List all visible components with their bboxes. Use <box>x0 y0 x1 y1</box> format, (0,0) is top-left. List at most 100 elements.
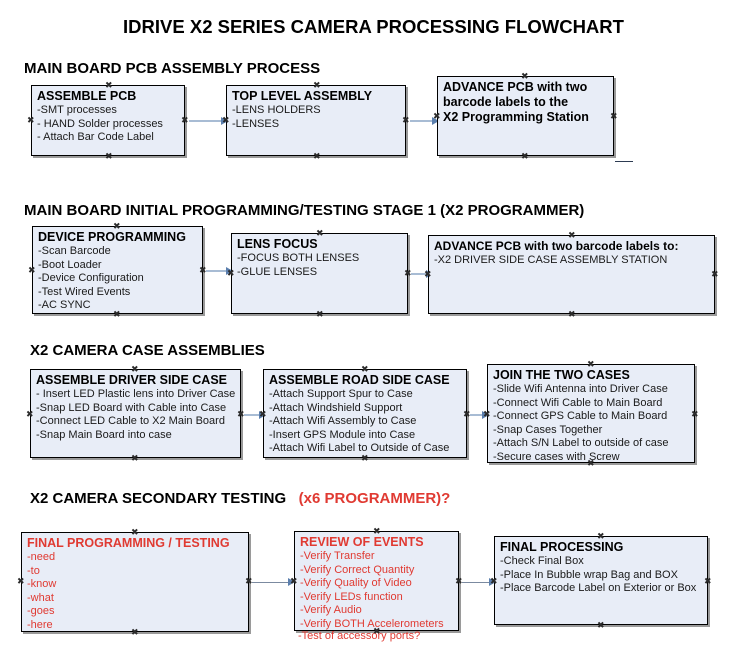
box-line: -Boot Loader <box>38 258 102 271</box>
handle-icon[interactable]: ✖ <box>316 309 324 319</box>
box-line: -Snap Main Board into case <box>36 428 172 441</box>
box-assemble-driver-side-case[interactable]: ASSEMBLE DRIVER SIDE CASE - Insert LED P… <box>30 369 241 458</box>
connector-top-level-to-advance <box>410 120 435 122</box>
box-advance-pcb-driver-side-case[interactable]: ADVANCE PCB with two barcode labels to: … <box>428 235 715 314</box>
handle-icon[interactable]: ✖ <box>27 115 35 125</box>
handle-icon[interactable]: ✖ <box>521 71 529 81</box>
handle-icon[interactable]: ✖ <box>131 627 139 637</box>
box-line: -Attach S/N Label to outside of case <box>493 437 669 450</box>
box-line: -goes <box>27 605 55 618</box>
handle-icon[interactable]: ✖ <box>131 364 139 374</box>
handle-icon[interactable]: ✖ <box>404 268 412 278</box>
box-assemble-road-side-case[interactable]: ASSEMBLE ROAD SIDE CASE -Attach Support … <box>263 369 467 458</box>
box-line: -Snap LED Board with Cable into Case <box>36 401 227 414</box>
handle-icon[interactable]: ✖ <box>610 111 618 121</box>
box-title-line3: X2 Programming Station <box>443 110 589 124</box>
handle-icon[interactable]: ✖ <box>313 151 321 161</box>
box-line: -GLUE LENSES <box>237 265 318 278</box>
connector-pcb-to-top-level <box>189 120 223 122</box>
handle-icon[interactable]: ✖ <box>113 309 121 319</box>
handle-icon[interactable]: ✖ <box>568 230 576 240</box>
handle-icon[interactable]: ✖ <box>199 265 207 275</box>
handle-icon[interactable]: ✖ <box>131 453 139 463</box>
handle-icon[interactable]: ✖ <box>237 409 245 419</box>
box-review-of-events[interactable]: REVIEW OF EVENTS -Verify Transfer -Verif… <box>294 531 459 631</box>
handle-icon[interactable]: ✖ <box>222 115 230 125</box>
handle-icon[interactable]: ✖ <box>290 576 298 586</box>
box-lens-focus[interactable]: LENS FOCUS -FOCUS BOTH LENSES -GLUE LENS… <box>231 233 408 314</box>
handle-icon[interactable]: ✖ <box>490 576 498 586</box>
handle-icon[interactable]: ✖ <box>483 409 491 419</box>
handle-icon[interactable]: ✖ <box>373 526 381 536</box>
handle-icon[interactable]: ✖ <box>259 409 267 419</box>
connector-road-to-join <box>470 414 484 416</box>
handle-icon[interactable]: ✖ <box>711 269 719 279</box>
box-line: -Insert GPS Module into Case <box>269 428 416 441</box>
box-line: -Verify LEDs function <box>300 590 403 603</box>
handle-icon[interactable]: ✖ <box>245 576 253 586</box>
box-assemble-pcb[interactable]: ASSEMBLE PCB -SMT processes - HAND Solde… <box>31 85 185 156</box>
box-advance-pcb-programming-station[interactable]: ADVANCE PCB with two barcode labels to t… <box>437 76 614 156</box>
box-line: -know <box>27 578 57 591</box>
box-title: FINAL PROCESSING <box>500 540 624 554</box>
handle-icon[interactable]: ✖ <box>113 221 121 231</box>
handle-icon[interactable]: ✖ <box>402 115 410 125</box>
handle-icon[interactable]: ✖ <box>433 111 441 121</box>
section-tail-line <box>615 161 633 162</box>
handle-icon[interactable]: ✖ <box>28 265 36 275</box>
box-final-programming-testing[interactable]: FINAL PROGRAMMING / TESTING -need -to -k… <box>21 532 249 632</box>
handle-icon[interactable]: ✖ <box>568 309 576 319</box>
handle-icon[interactable]: ✖ <box>316 228 324 238</box>
handle-icon[interactable]: ✖ <box>313 80 321 90</box>
connector-driver-to-road <box>244 414 261 416</box>
handle-icon[interactable]: ✖ <box>424 269 432 279</box>
handle-icon[interactable]: ✖ <box>17 576 25 586</box>
box-title: LENS FOCUS <box>237 237 318 251</box>
box-line: -what <box>27 591 54 604</box>
box-line: - Attach Bar Code Label <box>37 131 154 144</box>
box-line: -LENS HOLDERS <box>232 104 321 116</box>
handle-icon[interactable]: ✖ <box>105 80 113 90</box>
handle-icon[interactable]: ✖ <box>704 576 712 586</box>
box-line: -Attach Windshield Support <box>269 401 403 414</box>
box-top-level-assembly[interactable]: TOP LEVEL ASSEMBLY -LENS HOLDERS -LENSES <box>226 85 406 156</box>
box-title: FINAL PROGRAMMING / TESTING <box>27 536 230 550</box>
handle-icon[interactable]: ✖ <box>131 527 139 537</box>
handle-icon[interactable]: ✖ <box>373 626 381 636</box>
box-title-line2: barcode labels to the <box>443 95 569 109</box>
box-line: - HAND Solder processes <box>37 117 163 130</box>
handle-icon[interactable]: ✖ <box>597 620 605 630</box>
box-line: -Verify Audio <box>300 604 362 617</box>
handle-icon[interactable]: ✖ <box>181 115 189 125</box>
arrow-head-icon <box>489 578 496 586</box>
box-title: ADVANCE PCB with two <box>443 80 588 94</box>
handle-icon[interactable]: ✖ <box>691 409 699 419</box>
box-line: -Connect GPS Cable to Main Board <box>493 410 668 423</box>
box-line: -Attach Wifi Label to Outside of Case <box>269 442 450 455</box>
box-line: -Verify Transfer <box>300 550 375 562</box>
box-overflow-line-review-of-events: -Test of accessory ports? <box>298 630 421 642</box>
box-title: ADVANCE PCB with two barcode labels to: <box>434 239 679 253</box>
handle-icon[interactable]: ✖ <box>463 409 471 419</box>
handle-icon[interactable]: ✖ <box>587 359 595 369</box>
box-device-programming[interactable]: DEVICE PROGRAMMING -Scan Barcode -Boot L… <box>32 226 203 314</box>
handle-icon[interactable]: ✖ <box>455 576 463 586</box>
handle-icon[interactable]: ✖ <box>105 151 113 161</box>
handle-icon[interactable]: ✖ <box>227 268 235 278</box>
box-line: -Place In Bubble wrap Bag and BOX <box>500 568 678 581</box>
box-line: -Device Configuration <box>38 272 144 285</box>
box-line: -Verify Correct Quantity <box>300 563 415 576</box>
box-title: REVIEW OF EVENTS <box>300 535 424 549</box>
handle-icon[interactable]: ✖ <box>597 531 605 541</box>
handle-icon[interactable]: ✖ <box>521 151 529 161</box>
handle-icon[interactable]: ✖ <box>361 364 369 374</box>
handle-icon[interactable]: ✖ <box>26 409 34 419</box>
box-final-processing[interactable]: FINAL PROCESSING -Check Final Box -Place… <box>494 536 708 625</box>
handle-icon[interactable]: ✖ <box>361 453 369 463</box>
box-join-the-two-cases[interactable]: JOIN THE TWO CASES -Slide Wifi Antenna i… <box>487 364 695 463</box>
handle-icon[interactable]: ✖ <box>587 458 595 468</box>
section-heading-x2-camera-case-assemblies: X2 CAMERA CASE ASSEMBLIES <box>30 342 265 359</box>
box-line: -Check Final Box <box>500 555 584 567</box>
box-line: -X2 DRIVER SIDE CASE ASSEMBLY STATION <box>434 254 668 266</box>
